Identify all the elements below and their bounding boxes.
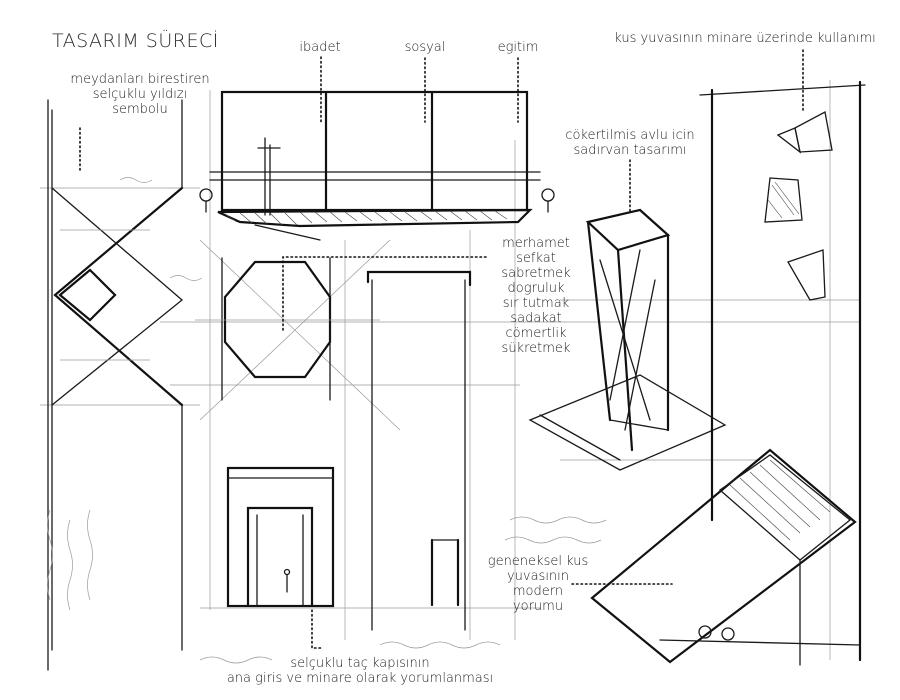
selcuk-star-strip: [47, 99, 184, 671]
octagon-star-plan: [195, 257, 380, 401]
fountain-design-label: cökertilmis avlu icin sadırvan tasarımı: [565, 128, 695, 158]
minaret-elevation: [366, 270, 472, 631]
star-symbol-label: meydanları birestiren selçuklu yıldızı s…: [70, 72, 210, 117]
fountain-prism-sketch: [528, 208, 727, 471]
crown-gate-elevation: [226, 466, 335, 608]
egitim-label: egitim: [497, 40, 539, 55]
sosyal-label: sosyal: [404, 40, 446, 55]
handwriting-notes: [47, 177, 607, 664]
values-list: merhamet sefkat sabretmek dogruluk sır t…: [501, 236, 571, 356]
modern-nest-perspective: [590, 448, 861, 666]
construction-lines: [40, 80, 860, 660]
ibadet-label: ibadet: [299, 40, 341, 55]
plan-strip: [199, 90, 555, 241]
page-title: TASARIM SÜRECİ: [52, 30, 219, 52]
bird-nest-strip: [699, 80, 866, 662]
gate-interpretation-label: selçuklu taç kapısının ana giris ve mina…: [226, 656, 494, 686]
modern-nest-label: geneneksel kus yuvasının modern yorumu: [487, 554, 589, 614]
leader-lines: [79, 49, 804, 649]
bird-nest-use-label: kus yuvasının minare üzerinde kullanımı: [614, 31, 876, 46]
